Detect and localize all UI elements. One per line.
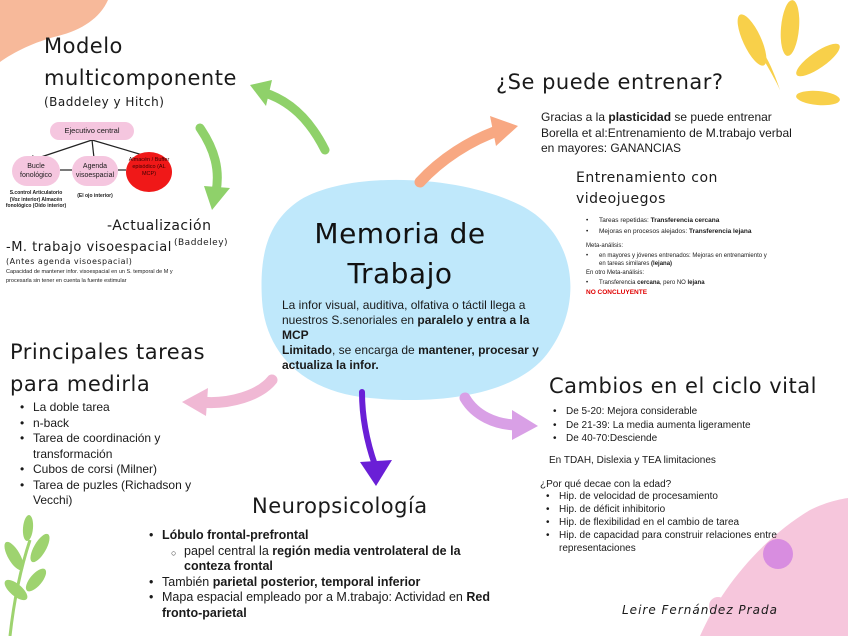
item-text: Tareas repetidas:	[599, 217, 651, 224]
entrenar-title: ¿Se puede entrenar?	[496, 70, 724, 94]
green-leaves-decoration	[1, 515, 53, 636]
node-almacen-label: Almacén / Buffer episódico (AL MCP)	[129, 157, 170, 177]
node-bucle-label: Bucle fonológico	[20, 163, 52, 179]
center-body: La infor visual, auditiva, olfativa o tá…	[282, 298, 540, 373]
item-bold: (lejana)	[651, 261, 672, 267]
item-text: , pero NO	[660, 280, 688, 286]
tareas-list: La doble tarea n-back Tarea de coordinac…	[33, 400, 213, 509]
item-bold: Lóbulo frontal-prefrontal	[162, 528, 309, 542]
visoespacial-sub: (Antes agenda visoespacial)	[6, 257, 132, 266]
actualizacion-ref: (Baddeley)	[174, 238, 228, 248]
list-item: Tarea de puzles (Richadson y Vecchi)	[33, 478, 213, 509]
item-text: También	[162, 575, 213, 589]
node-bucle-fonologico: Bucle fonológico	[12, 156, 60, 186]
videojuegos-title-1: Entrenamiento con	[576, 168, 718, 189]
videojuegos-list: Tareas repetidas: Transferencia cercana …	[599, 215, 751, 237]
green-arrow-up	[250, 80, 325, 150]
purple-arrow	[360, 392, 392, 486]
yellow-flower-decoration	[732, 0, 844, 107]
visoespacial-title: -M. trabajo visoespacial	[6, 240, 172, 255]
meta2-list: Transferencia cercana, pero NO lejana	[599, 279, 705, 287]
node-agenda-visoespacial: Agenda visoespacial	[72, 156, 118, 186]
meta1-list: en mayores y jóvenes entrenados: Mejoras…	[599, 252, 769, 268]
green-arrow-down	[200, 128, 230, 210]
item-text: Mejoras en procesos alejados:	[599, 228, 689, 235]
neuro-title: Neuropsicología	[252, 494, 428, 518]
entrenar-p1-c: se puede entrenar	[671, 110, 772, 124]
list-item: Lóbulo frontal-prefrontal papel central …	[162, 528, 502, 575]
meta2-title: En otro Meta-análisis:	[586, 270, 644, 276]
videojuegos-title-2: videojuegos	[576, 189, 718, 210]
list-item: Transferencia cercana, pero NO lejana	[599, 279, 705, 287]
entrenar-p1: Gracias a la plasticidad se puede entren…	[541, 110, 821, 125]
entrenar-p1-a: Gracias a la	[541, 110, 608, 124]
hip-list: Hip. de velocidad de procesamiento Hip. …	[559, 490, 784, 555]
visoespacial-text: Capacidad de mantener infor. visoespacia…	[6, 268, 176, 286]
neuro-list: Lóbulo frontal-prefrontal papel central …	[162, 528, 502, 621]
videojuegos-title: Entrenamiento con videojuegos	[576, 168, 718, 210]
list-item: La doble tarea	[33, 400, 213, 416]
item-text: en mayores y jóvenes entrenados: Mejoras…	[599, 253, 767, 267]
no-concluyente-label: NO CONCLUYENTE	[586, 289, 647, 296]
node-agenda-label: Agenda visoespacial	[76, 163, 114, 179]
entrenar-p2: Borella et al:Entrenamiento de M.trabajo…	[541, 126, 803, 156]
agenda-note: (El ojo interior)	[70, 192, 120, 200]
list-item: De 21-39: La media aumenta ligeramente	[566, 419, 751, 433]
node-ejecutivo-label: Ejecutivo central	[64, 126, 119, 135]
list-item: Tareas repetidas: Transferencia cercana	[599, 215, 751, 226]
bucle-note: S.control Articulatorio (Voz interior) A…	[4, 190, 68, 210]
center-title-line2: Trabajo	[300, 254, 500, 294]
modelo-title: Modelo multicomponente	[44, 30, 237, 94]
modelo-subtitle: (Baddeley y Hitch)	[44, 95, 164, 109]
actualizacion-label: -Actualización	[107, 218, 211, 234]
tareas-title: Principales tareas para medirla	[10, 336, 205, 400]
modelo-title-line1: Modelo	[44, 30, 237, 62]
list-item: De 5-20: Mejora considerable	[566, 405, 751, 419]
item-bold: parietal posterior, temporal inferior	[213, 575, 421, 589]
item-text: Transferencia	[599, 280, 637, 286]
modelo-title-line2: multicomponente	[44, 62, 237, 94]
list-item: Mejoras en procesos alejados: Transferen…	[599, 226, 751, 237]
center-body-bold-2: Limitado	[282, 343, 332, 357]
center-body-text-3: , se encarga de	[332, 343, 418, 357]
list-item: Cubos de corsi (Milner)	[33, 462, 213, 478]
tareas-title-line1: Principales tareas	[10, 336, 205, 368]
list-item: Hip. de flexibilidad en el cambio de tar…	[559, 516, 784, 529]
center-title: Memoria de Trabajo	[300, 214, 500, 294]
list-item: Tarea de coordinación y transformación	[33, 431, 213, 462]
cambios-title: Cambios en el ciclo vital	[549, 374, 817, 398]
node-ejecutivo-central: Ejecutivo central	[50, 122, 134, 140]
list-item: n-back	[33, 416, 213, 432]
list-item: Hip. de capacidad para construir relacio…	[559, 529, 784, 555]
tdah-text: En TDAH, Dislexia y TEA limitaciones	[549, 455, 716, 466]
tareas-title-line2: para medirla	[10, 368, 205, 400]
list-item: en mayores y jóvenes entrenados: Mejoras…	[599, 252, 769, 268]
center-title-line1: Memoria de	[300, 214, 500, 254]
author-signature: Leire Fernández Prada	[622, 603, 778, 617]
list-item: Mapa espacial empleado por a M.trabajo: …	[162, 590, 502, 621]
cambios-list: De 5-20: Mejora considerable De 21-39: L…	[566, 405, 751, 446]
list-item: Hip. de déficit inhibitorio	[559, 503, 784, 516]
item-bold: cercana	[637, 280, 660, 286]
list-item: Hip. de velocidad de procesamiento	[559, 490, 784, 503]
list-item: De 40-70:Desciende	[566, 432, 751, 446]
item-bold: Transferencia lejana	[689, 228, 752, 235]
entrenar-p1-b: plasticidad	[608, 110, 671, 124]
orange-arrow	[420, 116, 518, 182]
item-text: Mapa espacial empleado por a M.trabajo: …	[162, 590, 466, 604]
list-item: También parietal posterior, temporal inf…	[162, 575, 502, 591]
decae-question: ¿Por qué decae con la edad?	[540, 479, 671, 490]
meta1-title: Meta-análisis:	[586, 243, 623, 249]
node-almacen-buffer: Almacén / Buffer episódico (AL MCP)	[126, 152, 172, 192]
item-bold: Transferencia cercana	[651, 217, 720, 224]
item-text: papel central la	[184, 544, 272, 558]
violet-arrow	[465, 398, 538, 440]
list-item: papel central la región media ventrolate…	[184, 544, 502, 575]
item-bold: lejana	[688, 280, 705, 286]
